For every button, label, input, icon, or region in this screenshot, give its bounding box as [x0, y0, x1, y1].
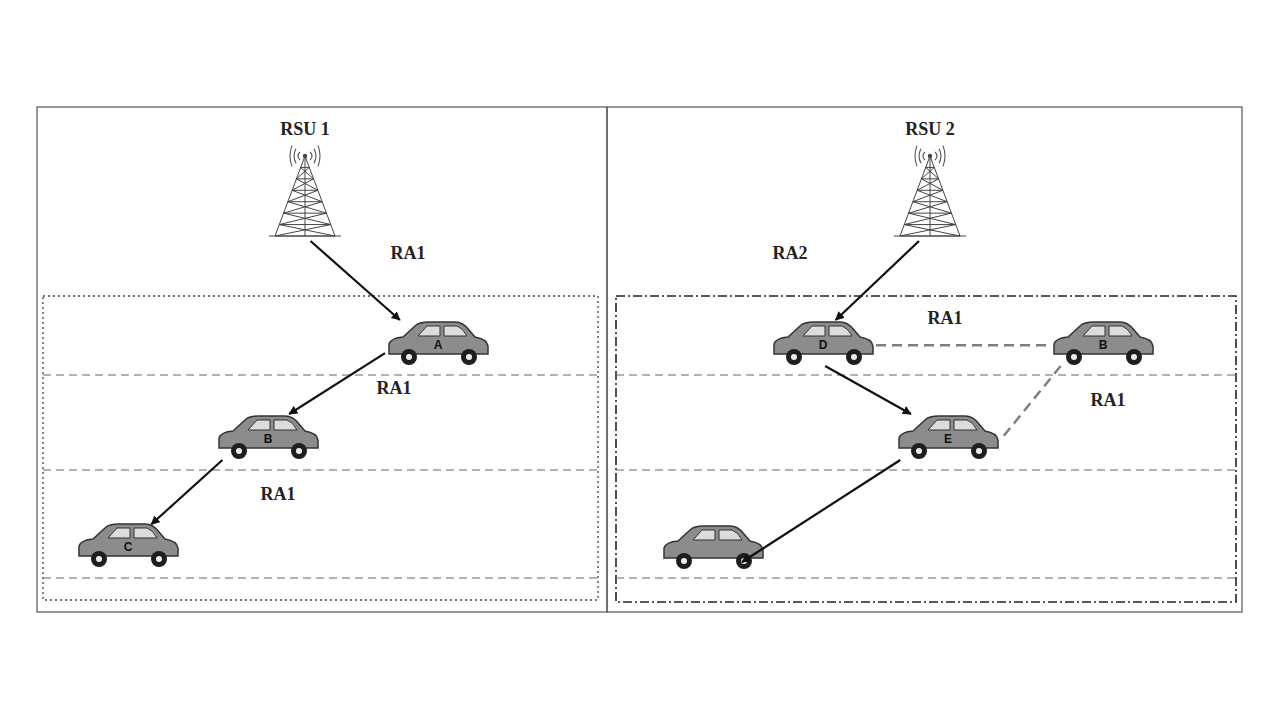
resource-allocation-label: RA1: [926, 308, 965, 328]
car-hub: [156, 556, 162, 562]
vehicle-id: B: [215, 432, 321, 446]
roadside-unit: RSU 1: [250, 118, 360, 241]
resource-allocation-label: RA1: [375, 378, 414, 398]
car-window: [444, 326, 467, 336]
car-window: [1083, 326, 1105, 336]
rsu-label: RSU 1: [250, 118, 360, 140]
v2v-link: [876, 344, 1050, 347]
vehicle-id: E: [895, 432, 1001, 446]
resource-allocation-label: RA1: [259, 484, 298, 504]
vehicle-id: C: [75, 540, 181, 554]
car-wheel: [1126, 349, 1142, 365]
vehicle: [664, 526, 763, 569]
message-arrow: [151, 460, 222, 524]
vehicle: B: [215, 414, 321, 460]
message-arrow: [836, 241, 919, 320]
car-hub: [851, 354, 857, 360]
lane-lines: [43, 375, 1236, 578]
right-panel: [607, 107, 1242, 612]
car-window: [134, 528, 157, 538]
car-window: [248, 420, 270, 430]
car-window: [719, 530, 742, 540]
car-hub: [791, 354, 797, 360]
v2v-link: [1001, 366, 1061, 439]
message-arrow: [311, 241, 400, 320]
car-hub: [96, 556, 102, 562]
resource-allocation-label: RA2: [771, 243, 810, 263]
vehicle-id: B: [1050, 338, 1156, 352]
vehicle: D: [770, 320, 876, 366]
car-wheel: [91, 551, 107, 567]
car-hub: [1071, 354, 1077, 360]
car-hub: [681, 558, 687, 564]
left-panel: [37, 107, 607, 612]
car-window: [803, 326, 825, 336]
car-wheel: [971, 443, 987, 459]
message-arrow: [742, 460, 900, 562]
lane-line: [616, 470, 1236, 471]
vehicle-id: A: [385, 338, 491, 352]
message-arrow: [289, 353, 385, 414]
lane-line: [616, 375, 1236, 376]
lane-line: [43, 578, 598, 579]
car-window: [829, 326, 852, 336]
lane-line: [43, 375, 598, 376]
vehicle: E: [895, 414, 1001, 460]
vehicle: B: [1050, 320, 1156, 366]
vehicle: C: [75, 522, 181, 568]
car-wheel: [676, 553, 692, 569]
car-window: [693, 530, 715, 540]
car-wheel: [846, 349, 862, 365]
car-wheel: [461, 349, 477, 365]
vehicle-id: D: [770, 338, 876, 352]
car-wheel: [291, 443, 307, 459]
car-window: [954, 420, 977, 430]
lane-line: [43, 470, 598, 471]
resource-allocation-label: RA1: [1089, 390, 1128, 410]
message-arrow: [825, 366, 911, 414]
car-wheel: [786, 349, 802, 365]
resource-allocation-label: RA1: [389, 243, 428, 263]
rsu-label: RSU 2: [875, 118, 985, 140]
car-wheel: [151, 551, 167, 567]
car-window: [108, 528, 130, 538]
roadside-unit: RSU 2: [875, 118, 985, 241]
car-hub: [976, 448, 982, 454]
tower-icon: [250, 140, 360, 241]
car-window: [928, 420, 950, 430]
car-wheel: [231, 443, 247, 459]
car-window: [418, 326, 440, 336]
car-window: [1109, 326, 1132, 336]
car-window: [274, 420, 297, 430]
car-wheel: [911, 443, 927, 459]
car-hub: [406, 354, 412, 360]
car-hub: [236, 448, 242, 454]
rsu2-coverage: [616, 296, 1236, 602]
rsu1-coverage: [43, 296, 598, 600]
tower-icon: [875, 140, 985, 241]
car-hub: [916, 448, 922, 454]
vehicle: A: [385, 320, 491, 366]
lane-line: [616, 578, 1236, 579]
car-wheel: [401, 349, 417, 365]
car-wheel: [1066, 349, 1082, 365]
car-hub: [296, 448, 302, 454]
car-hub: [1131, 354, 1137, 360]
car-body: [664, 526, 763, 558]
car-hub: [466, 354, 472, 360]
